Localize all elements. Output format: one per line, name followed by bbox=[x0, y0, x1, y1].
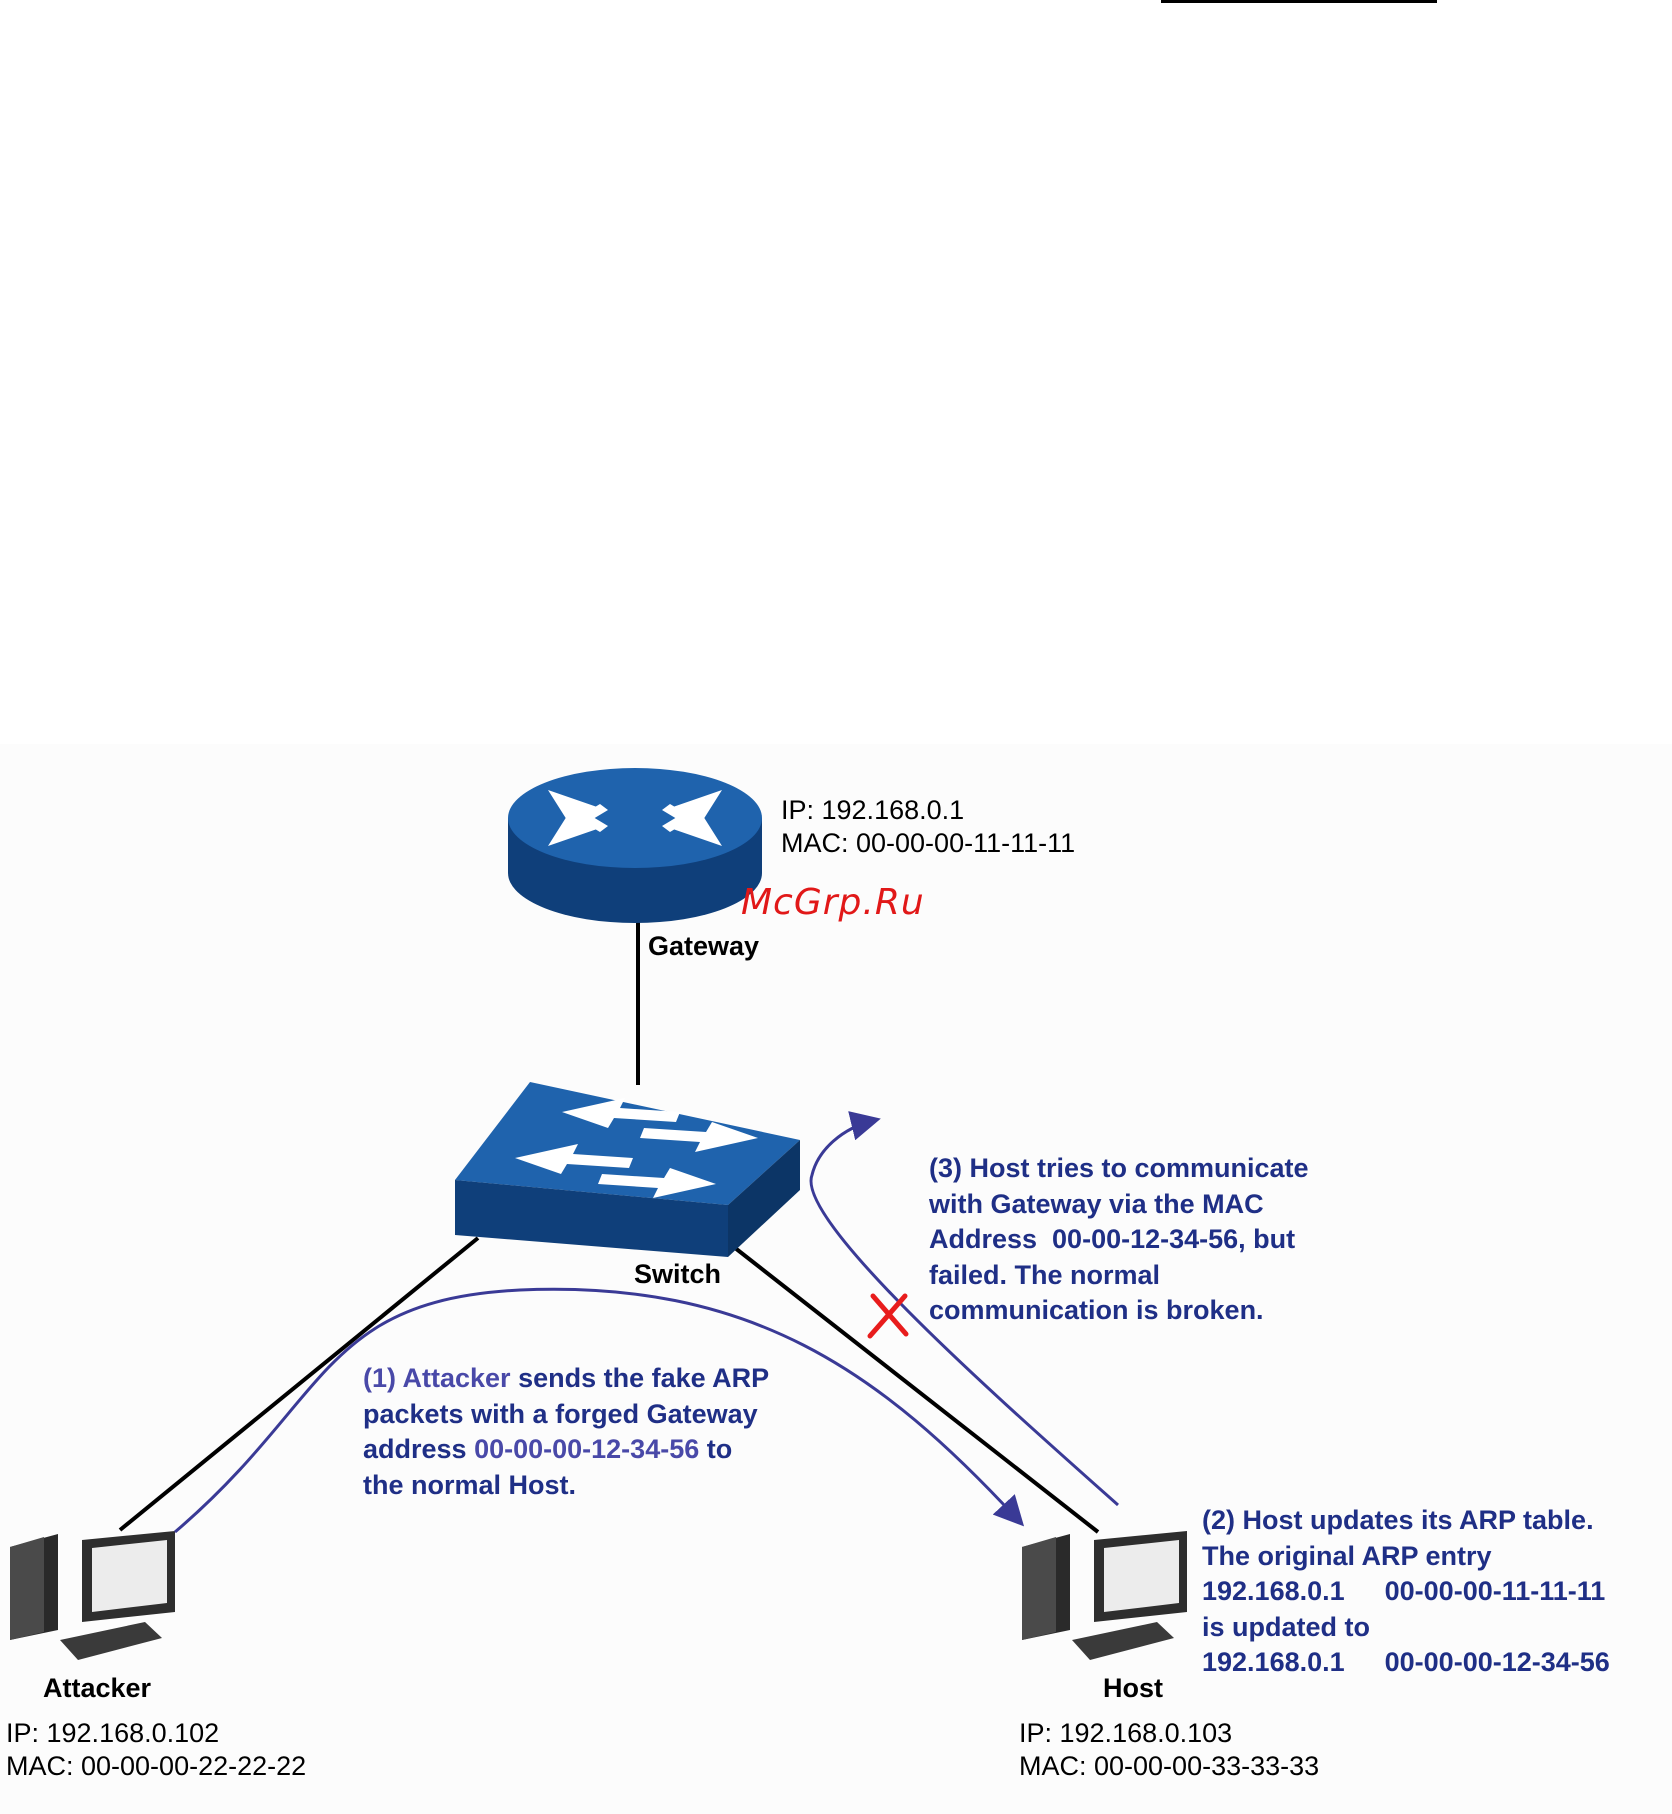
diagram-panel bbox=[0, 744, 1672, 1814]
step2-line1: (2) Host updates its ARP table. bbox=[1202, 1505, 1594, 1535]
attacker-ip: IP: 192.168.0.102 bbox=[6, 1718, 220, 1748]
watermark: McGrp.Ru bbox=[741, 882, 925, 923]
step2-note: (2) Host updates its ARP table. The orig… bbox=[1202, 1503, 1610, 1681]
step2-new-ip: 192.168.0.1 bbox=[1202, 1647, 1345, 1677]
step2-old-ip: 192.168.0.1 bbox=[1202, 1576, 1345, 1606]
step1-lead: (1) bbox=[363, 1363, 396, 1393]
fake-arp-arrow bbox=[174, 1287, 1025, 1534]
switch-label: Switch bbox=[634, 1259, 722, 1289]
gateway-mac: MAC: 00-00-00-11-11-11 bbox=[781, 828, 1076, 858]
step1-forged-mac: 00-00-00-12-34-56 bbox=[474, 1434, 700, 1464]
host-label: Host bbox=[1103, 1673, 1163, 1703]
step1-line3-pre: address bbox=[363, 1434, 467, 1464]
step3-line1: (3) Host tries to communicate bbox=[929, 1153, 1309, 1183]
step2-line2: The original ARP entry bbox=[1202, 1540, 1492, 1571]
step2-line4: is updated to bbox=[1202, 1611, 1370, 1642]
gateway-info: IP: 192.168.0.1 MAC: 00-00-00-11-11-11 bbox=[781, 794, 1075, 860]
host-mac: MAC: 00-00-00-33-33-33 bbox=[1019, 1751, 1320, 1781]
step3-line3: Address 00-00-12-34-56, but bbox=[929, 1224, 1296, 1254]
step3-line2: with Gateway via the MAC bbox=[929, 1188, 1264, 1219]
step2-old-mac: 00-00-00-11-11-11 bbox=[1384, 1576, 1606, 1606]
gateway-router-icon bbox=[508, 768, 762, 923]
step3-line4: failed. The normal bbox=[929, 1259, 1161, 1290]
step1-line4: the normal Host. bbox=[363, 1469, 577, 1500]
attacker-computer-icon bbox=[10, 1531, 175, 1660]
step2-new-mac: 00-00-00-12-34-56 bbox=[1384, 1647, 1610, 1677]
host-to-gateway-arrow bbox=[809, 1111, 1119, 1507]
link-switch-host bbox=[728, 1242, 1100, 1534]
step1-line3-post: to bbox=[706, 1434, 733, 1464]
host-ip: IP: 192.168.0.103 bbox=[1019, 1718, 1233, 1748]
link-switch-attacker bbox=[118, 1236, 480, 1532]
host-info: IP: 192.168.0.103 MAC: 00-00-00-33-33-33 bbox=[1019, 1717, 1319, 1783]
attacker-mac: MAC: 00-00-00-22-22-22 bbox=[6, 1751, 307, 1781]
switch-icon bbox=[455, 1082, 800, 1257]
gateway-ip: IP: 192.168.0.1 bbox=[781, 795, 965, 825]
step1-actor: Attacker bbox=[402, 1363, 511, 1393]
step1-line1-rest: sends the fake ARP bbox=[518, 1363, 770, 1393]
links bbox=[118, 900, 1100, 1534]
top-rule bbox=[1161, 0, 1437, 3]
step3-line5: communication is broken. bbox=[929, 1295, 1264, 1325]
attacker-label: Attacker bbox=[43, 1673, 152, 1703]
host-computer-icon bbox=[1022, 1531, 1187, 1660]
gateway-label: Gateway bbox=[648, 931, 760, 961]
step1-note: (1) Attacker sends the fake ARP packets … bbox=[363, 1361, 769, 1503]
step1-line2: packets with a forged Gateway bbox=[363, 1398, 758, 1429]
failed-communication-cross-icon bbox=[867, 1293, 909, 1339]
step3-note: (3) Host tries to communicate with Gatew… bbox=[929, 1151, 1309, 1329]
attacker-info: IP: 192.168.0.102 MAC: 00-00-00-22-22-22 bbox=[6, 1717, 306, 1783]
